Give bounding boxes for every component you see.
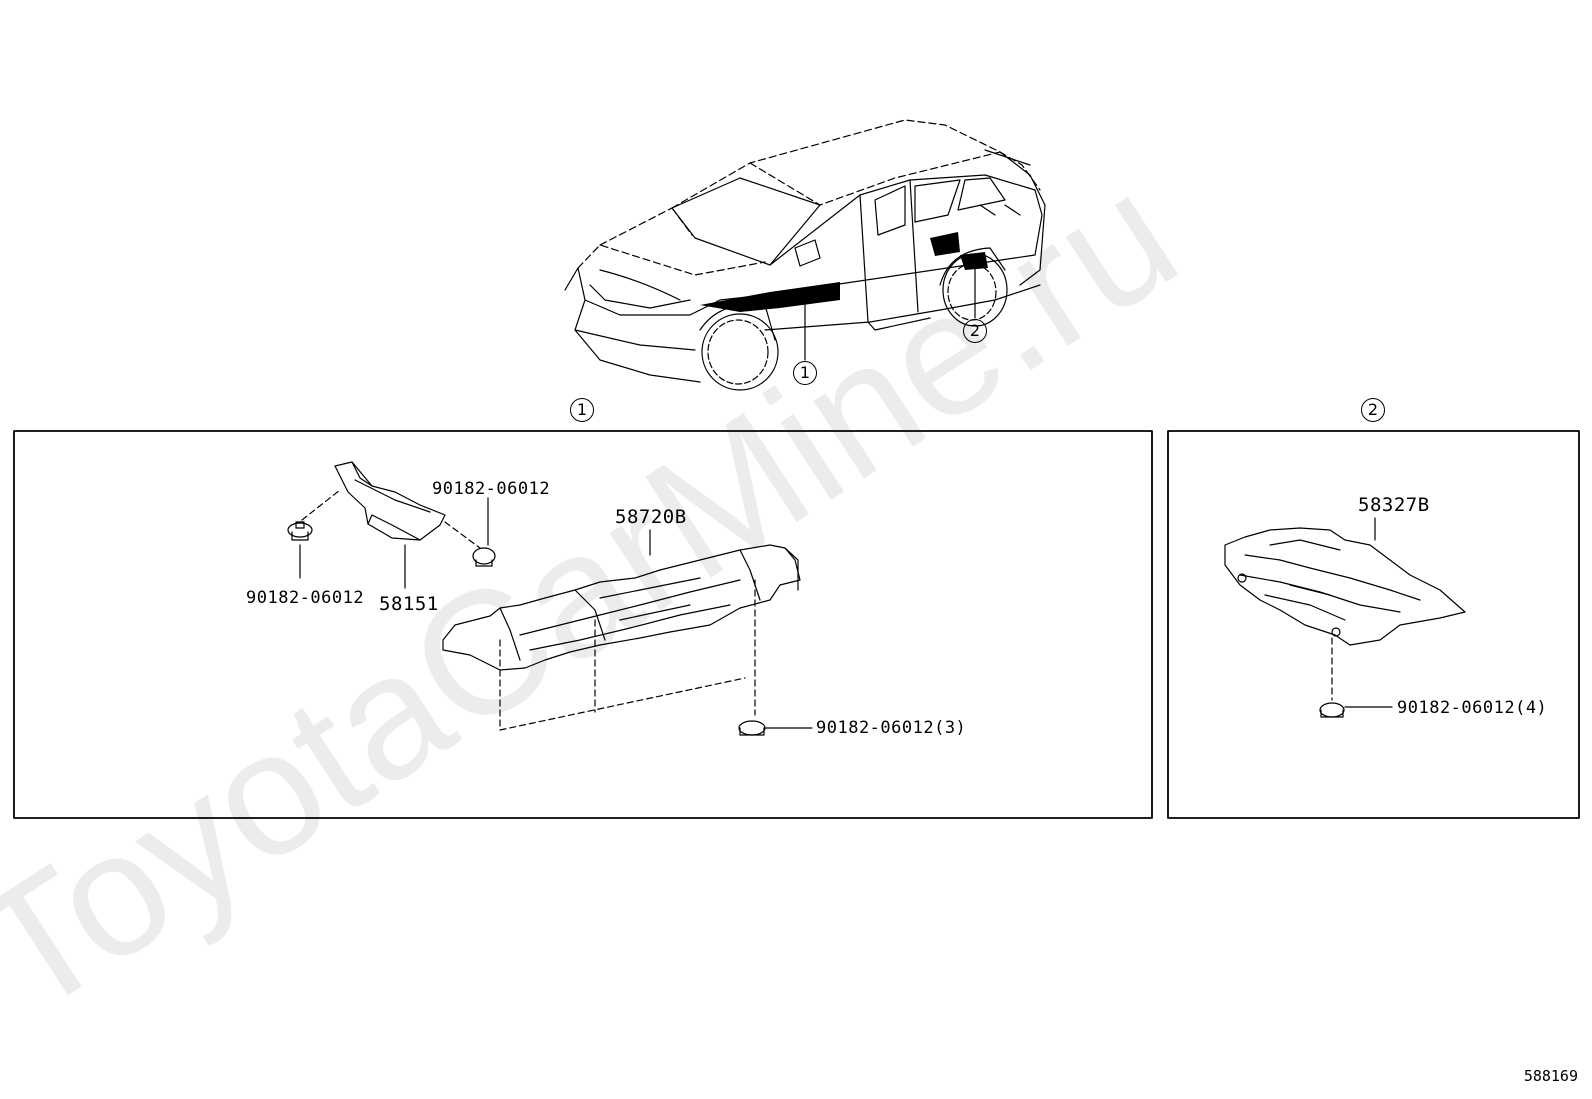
clip-bottom-p1-drawing (738, 720, 766, 736)
panel-2-frame (1167, 430, 1580, 819)
callout-region-1-car: 1 (793, 361, 817, 385)
panel-1-frame (13, 430, 1153, 819)
clip-bottom-p2-drawing (1319, 702, 1345, 718)
part-label-bracket: 58151 (379, 593, 439, 615)
vehicle-illustration (564, 119, 1046, 391)
rear-shield-58327B-drawing (1224, 527, 1466, 646)
clip-left-drawing (287, 521, 313, 541)
figure-id: 588169 (1523, 1067, 1578, 1085)
callout-region-2-car: 2 (963, 319, 987, 343)
part-label-rear-shield: 58327B (1358, 494, 1430, 516)
part-label-clip-left: 90182-06012 (246, 588, 365, 608)
main-shield-58720B-drawing (442, 544, 801, 671)
part-label-clip-bottom-p2: 90182-06012(4) (1397, 698, 1548, 718)
bracket-58151-drawing (334, 461, 446, 541)
panel-2-marker: 2 (1361, 398, 1385, 422)
panel-1-marker: 1 (570, 398, 594, 422)
part-label-clip-upper-right: 90182-06012 (432, 479, 551, 499)
clip-right-drawing (472, 547, 496, 567)
part-label-main-shield: 58720B (615, 506, 687, 528)
part-label-clip-bottom-p1: 90182-06012(3) (816, 718, 967, 738)
